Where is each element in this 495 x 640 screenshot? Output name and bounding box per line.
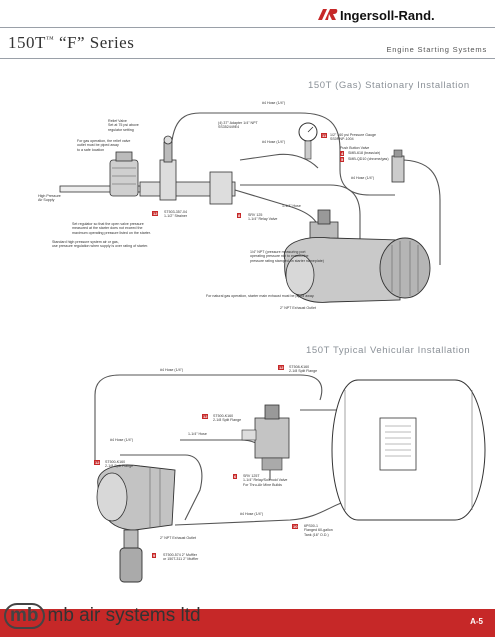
relief-valve-icon bbox=[163, 135, 173, 163]
gas-hose-right-label: #4 Hose (1/4") bbox=[351, 176, 375, 180]
flange-top-badge: 12 bbox=[278, 365, 285, 370]
page-number: A-5 bbox=[470, 617, 483, 626]
gauge-label: 1/2" 160 psi Pressure Gauge SS0RNP-1004 bbox=[330, 133, 377, 142]
gas-hose-mid-label: #4 Hose (1/4") bbox=[262, 140, 286, 144]
air-tank-icon bbox=[331, 379, 486, 521]
gas-note: For natural gas operation, starter main … bbox=[206, 294, 315, 298]
push-button-b-label: SMB-QD10 (chrome/gas) bbox=[348, 157, 389, 161]
flange-mid-badge: 12 bbox=[202, 414, 209, 419]
push-button-valve-icon bbox=[391, 149, 405, 183]
gas-regulator-icon bbox=[109, 151, 139, 197]
strainer-badge: 12 bbox=[152, 211, 159, 216]
gas-exhaust-label: 2" NPT Exhaust Outlet bbox=[280, 306, 316, 310]
tank-badge: 10 bbox=[292, 524, 299, 529]
vehicle-hose-top-label: #4 Hose (1/4") bbox=[160, 368, 184, 372]
gauge-badge: 11 bbox=[321, 133, 328, 138]
relief-valve-label: Relief Valve Set at 75 psi above regulat… bbox=[108, 119, 139, 132]
gas-starter-motor-icon bbox=[283, 237, 431, 303]
relief-note-label: For gas operation, the relief valve outl… bbox=[77, 139, 131, 152]
vehicular-section-title: 150T Typical Vehicular Installation bbox=[306, 345, 471, 356]
push-button-label: Push Button Valve bbox=[340, 146, 370, 150]
vehicle-hose-left-label: #4 Hose (1/4") bbox=[110, 438, 134, 442]
gas-pipes bbox=[59, 159, 236, 205]
vehicle-hose-114-label: 1-1/4" Hose bbox=[188, 432, 207, 436]
vehicle-relay-label: SRV 125T 1-1/4" Relay/Solenoid Valve For… bbox=[243, 474, 288, 487]
vehicle-relay-badge: 6 bbox=[233, 474, 238, 479]
vehicle-hose-bottom-label: #4 Hose (1/4") bbox=[240, 512, 264, 516]
high-pressure-label: High Pressure Air Supply bbox=[38, 194, 61, 203]
footer-bar bbox=[0, 609, 495, 637]
muffler-icon bbox=[119, 529, 143, 583]
flange-mid-label: ST500-K160 2-1/8 Split Flange bbox=[213, 414, 242, 423]
gas-hose-relay-label: 1-1/4" Hose bbox=[282, 204, 301, 208]
regulator-note: Set regulator so that the open valve pre… bbox=[72, 222, 151, 235]
gas-relay-badge: 8 bbox=[237, 213, 242, 218]
pressure-gauge-icon bbox=[298, 122, 318, 160]
ingersoll-rand-logo-icon bbox=[318, 9, 338, 20]
vehicle-relay-solenoid-icon bbox=[241, 404, 290, 471]
header-rule-top bbox=[0, 27, 495, 28]
push-button-a-label: SMB-618 (brass/air) bbox=[348, 151, 381, 155]
gas-hose-top-label: #4 Hose (1/4") bbox=[262, 101, 286, 105]
brand-name: Ingersoll-Rand. bbox=[340, 8, 435, 23]
vehicle-starter-motor-icon bbox=[96, 464, 176, 531]
flange-top-label: ST508-K160 2-1/8 Split Flange bbox=[289, 365, 318, 374]
vehicle-exhaust-label: 2" NPT Exhaust Outlet bbox=[160, 536, 196, 540]
npt-note: 1/4" NPT (pressure measuring port operat… bbox=[250, 250, 324, 263]
header-rule-bottom bbox=[0, 58, 495, 59]
adapter-label: (4) 37° Adapter 1/4" NPT SS352449E4 bbox=[218, 121, 258, 130]
standard-note: Standard high pressure system air or gas… bbox=[52, 240, 149, 249]
gas-relay-label: SRV 125 1-1/4" Relay Valve bbox=[248, 213, 278, 222]
push-button-a-badge: 4 bbox=[340, 151, 345, 156]
page-subtitle: Engine Starting Systems bbox=[386, 45, 487, 54]
flange-left-badge: 12 bbox=[94, 460, 101, 465]
strainer-label: ST503-357-04 1-1/2" Strainer bbox=[164, 210, 188, 219]
push-button-b-badge: 5 bbox=[340, 157, 345, 162]
flange-left-label: ST500-K160 2-1/8 Split Flange bbox=[105, 460, 134, 469]
muffler-label: ST500-574 2" Muffler or 150T-311 2" Muff… bbox=[163, 553, 199, 562]
gas-section-title: 150T (Gas) Stationary Installation bbox=[308, 80, 470, 91]
muffler-badge: 9 bbox=[152, 553, 157, 558]
page-title: 150T™ “F” Series bbox=[8, 33, 135, 52]
tank-label: 6PS00-1 Flanged 60-gallon Tank (16" O.D.… bbox=[304, 524, 333, 537]
